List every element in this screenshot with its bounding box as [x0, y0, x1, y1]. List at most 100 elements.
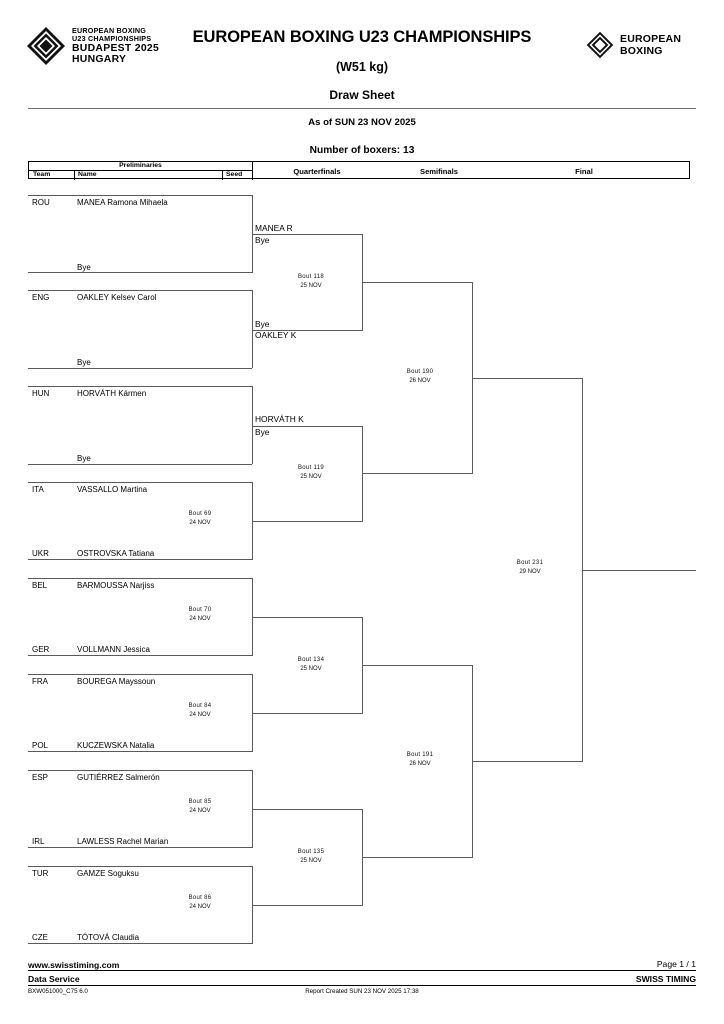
qf-bout-134: Bout 134 25 NOV — [281, 656, 341, 673]
prelim-line-bottom-1 — [28, 272, 252, 273]
prelim-bout-84: Bout 84 24 NOV — [172, 702, 228, 719]
eb-logo-line-2: BOXING — [620, 45, 663, 57]
bout-date: 25 NOV — [300, 857, 322, 864]
prelim-line-top-2 — [28, 290, 252, 291]
qf-bout-118: Bout 118 25 NOV — [281, 273, 341, 290]
bout-number: Bout 84 — [188, 703, 212, 709]
col-preliminaries: Preliminaries — [119, 162, 162, 169]
prelim-vline-3 — [252, 386, 253, 464]
colhead-vline-2 — [222, 170, 223, 180]
bout-date: 26 NOV — [409, 377, 431, 384]
col-name: Name — [78, 171, 97, 178]
bout-date: 25 NOV — [300, 473, 322, 480]
qf2-line-bottom — [252, 521, 362, 522]
bout-date: 26 NOV — [409, 760, 431, 767]
prelim-name: GUTIÉRREZ Salmerón — [77, 773, 160, 782]
prelim-line-top-1 — [28, 195, 252, 196]
final-line-top — [472, 378, 582, 379]
prelim-bout-69: Bout 69 24 NOV — [172, 510, 228, 527]
prelim-bout-86: Bout 86 24 NOV — [172, 894, 228, 911]
bout-number: Bout 190 — [406, 369, 434, 375]
prelim-name: BOUREGA Mayssoun — [77, 677, 156, 686]
qf4-line-top — [252, 809, 362, 810]
colhead-vline-3 — [252, 162, 253, 180]
report-code: BXW051000_C75 6.0 — [28, 988, 88, 995]
prelim-line-top-5 — [28, 578, 252, 579]
prelim-line-top-6 — [28, 674, 252, 675]
prelim-line-top-8 — [28, 866, 252, 867]
diamond-logo-icon — [27, 27, 65, 65]
prelim-team: BEL — [32, 581, 48, 590]
col-quarterfinals: Quarterfinals — [293, 167, 341, 176]
qf2-line-top — [252, 426, 362, 427]
bout-number: Bout 85 — [188, 799, 212, 805]
winner-line — [582, 570, 696, 571]
sf1-line-bottom — [362, 473, 472, 474]
footer-divider-1 — [28, 970, 696, 971]
col-team: Team — [33, 171, 51, 178]
qf-bout-135: Bout 135 25 NOV — [281, 848, 341, 865]
prelim-team: GER — [32, 645, 50, 654]
diamond-logo-icon — [586, 31, 614, 59]
bout-date: 25 NOV — [300, 665, 322, 672]
bout-number: Bout 191 — [406, 752, 434, 758]
data-service-label: Data Service — [28, 974, 80, 984]
prelim-bout-85: Bout 85 24 NOV — [172, 798, 228, 815]
qf2-vline — [362, 426, 363, 522]
prelim-name: OAKLEY Kelsev Carol — [77, 293, 157, 302]
bout-number: Bout 86 — [188, 895, 212, 901]
bout-date: 29 NOV — [519, 568, 541, 575]
prelim-line-bottom-7 — [28, 847, 252, 848]
prelim-line-bottom-3 — [28, 464, 252, 465]
sf2-line-top — [362, 665, 472, 666]
bout-date: 24 NOV — [189, 519, 211, 526]
prelim-team: ESP — [32, 773, 49, 782]
prelim-team: UKR — [32, 549, 49, 558]
prelim-team: TUR — [32, 869, 49, 878]
weight-class: (W51 kg) — [335, 60, 389, 74]
sf-bout-191: Bout 191 26 NOV — [390, 751, 450, 768]
prelim-team: CZE — [32, 933, 48, 942]
eb-logo-line-1: EUROPEAN — [620, 32, 682, 45]
prelim-name: GAMZE Soguksu — [77, 869, 139, 878]
prelim-line-top-7 — [28, 770, 252, 771]
qf-bout-119: Bout 119 25 NOV — [281, 464, 341, 481]
colhead-hline — [29, 170, 252, 171]
prelim-opponent: Bye — [77, 263, 91, 272]
prelim-line-bottom-4 — [28, 559, 252, 560]
swisstiming-url[interactable]: www.swisstiming.com — [28, 960, 120, 970]
prelim-line-bottom-5 — [28, 655, 252, 656]
swiss-timing-brand: SWISS TIMING — [635, 974, 696, 984]
qf4-line-bottom — [252, 905, 362, 906]
bout-date: 25 NOV — [300, 282, 322, 289]
qf2-top-name: HORVÁTH K — [255, 414, 304, 424]
sf2-line-bottom — [362, 857, 472, 858]
prelim-line-bottom-6 — [28, 751, 252, 752]
page-title: EUROPEAN BOXING U23 CHAMPIONSHIPS — [192, 28, 532, 46]
colhead-vline-1 — [74, 170, 75, 180]
page-number: Page 1 / 1 — [656, 959, 696, 969]
qf3-line-top — [252, 617, 362, 618]
prelim-name: LAWLESS Rachel Marian — [77, 837, 169, 846]
bout-date: 24 NOV — [189, 807, 211, 814]
prelim-name: HORVÁTH Kármen — [77, 389, 147, 398]
qf1-top-sub: Bye — [255, 235, 270, 245]
bout-date: 24 NOV — [189, 711, 211, 718]
as-of-date: As of SUN 23 NOV 2025 — [308, 117, 416, 128]
qf1-line-top — [252, 234, 362, 235]
prelim-vline-2 — [252, 290, 253, 368]
qf1-top-name: MANEA R — [255, 223, 293, 233]
prelim-bout-70: Bout 70 24 NOV — [172, 606, 228, 623]
event-logo-left: EUROPEAN BOXING U23 CHAMPIONSHIPS BUDAPE… — [26, 24, 180, 68]
event-logo-left-text: EUROPEAN BOXING U23 CHAMPIONSHIPS BUDAPE… — [72, 27, 159, 64]
qf1-line-bottom — [252, 330, 362, 331]
col-semifinals: Semifinals — [420, 167, 458, 176]
prelim-team: IRL — [32, 837, 45, 846]
report-created-timestamp: Report Created SUN 23 NOV 2025 17:38 — [305, 988, 419, 995]
prelim-name: TÓTOVÁ Claudia — [77, 933, 140, 942]
qf2-top-sub: Bye — [255, 427, 270, 437]
bout-number: Bout 231 — [516, 560, 544, 566]
prelim-opponent: Bye — [77, 454, 91, 463]
prelim-line-top-4 — [28, 482, 252, 483]
footer-divider-2 — [28, 985, 696, 986]
